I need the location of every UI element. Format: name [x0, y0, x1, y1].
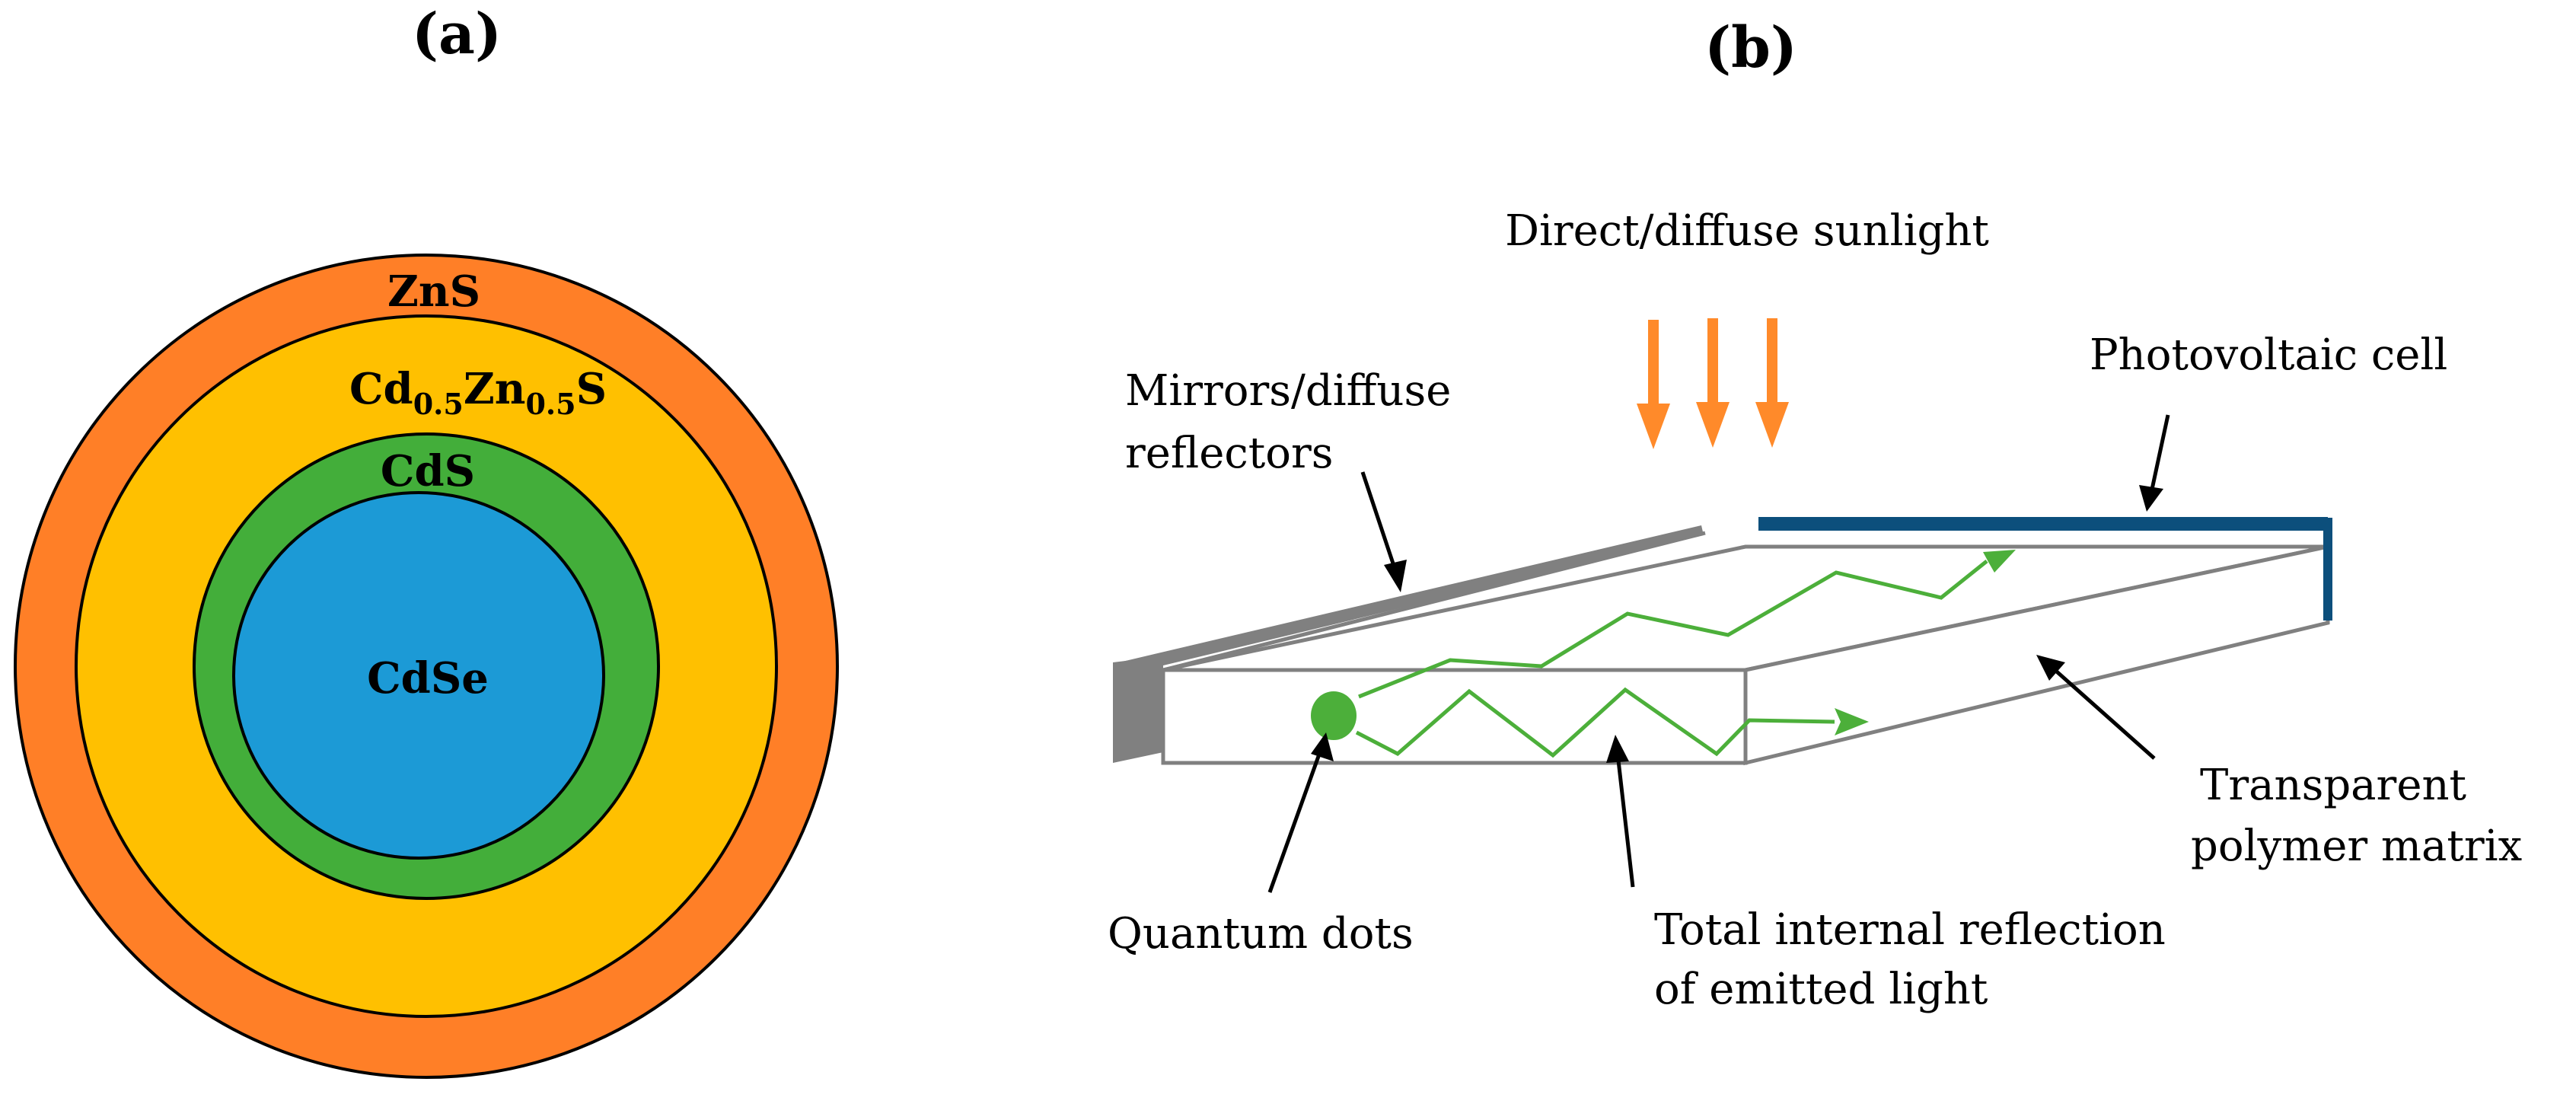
mirror-top-reflector [1119, 525, 1704, 676]
mirrors-label-line2: reflectors [1125, 429, 1334, 478]
tir-label-line1: Total internal reflection [1654, 905, 2166, 955]
matrix-label-line1: Transparent [2200, 761, 2467, 810]
sunlight-arrows [1637, 318, 1789, 449]
tir-callout-arrow [1606, 735, 1635, 888]
mirror-callout-arrow [1360, 471, 1407, 592]
panel-b-label: (b) [1704, 15, 1797, 81]
qd-callout-arrow [1267, 732, 1334, 893]
slab-front-face [1161, 668, 1748, 765]
pv-callout-arrow [2139, 414, 2170, 512]
cdznS-label-s: S [576, 364, 607, 414]
emitted-light-inner-arrowhead [1835, 708, 1869, 735]
cdznS-label: Cd0.5Zn0.5S [349, 364, 607, 421]
cds-label: CdS [381, 446, 475, 496]
mirrors-label-line1: Mirrors/diffuse [1125, 366, 1451, 416]
panel-b: (b) Direct/diffuse sunlight [1108, 15, 2522, 1014]
cdse-core [232, 491, 605, 860]
zns-label: ZnS [387, 266, 480, 317]
cdznS-label-cd: Cd [349, 364, 413, 414]
sunlight-arrow-3 [1755, 318, 1789, 448]
emitted-light-upper-path [1358, 560, 1988, 699]
slab-side-face [1743, 544, 2330, 766]
quantum-dot [1311, 691, 1357, 740]
pv-cell-label: Photovoltaic cell [2090, 330, 2447, 380]
sunlight-arrow-1 [1637, 320, 1670, 449]
panel-a: (a) ZnS Cd0.5Zn0.5S CdS CdSe [14, 2, 839, 1079]
qd-label: Quantum dots [1108, 909, 1414, 959]
panel-a-label: (a) [412, 2, 502, 67]
sunlight-label: Direct/diffuse sunlight [1505, 206, 1989, 256]
sunlight-arrow-2 [1696, 318, 1730, 448]
cdznS-label-sub2: 0.5 [525, 387, 575, 421]
emitted-light-upper-arrowhead [1983, 550, 2016, 573]
cdznS-label-sub1: 0.5 [413, 387, 464, 421]
matrix-callout-arrow [2036, 655, 2156, 760]
mirror-side-reflector [1113, 656, 1163, 763]
emitted-light-inner-path [1355, 687, 1835, 758]
cdznS-label-zn: Zn [464, 364, 526, 414]
cdse-label: CdSe [367, 653, 489, 704]
matrix-label-line2: polymer matrix [2191, 822, 2522, 871]
tir-label-line2: of emitted light [1654, 965, 1988, 1014]
